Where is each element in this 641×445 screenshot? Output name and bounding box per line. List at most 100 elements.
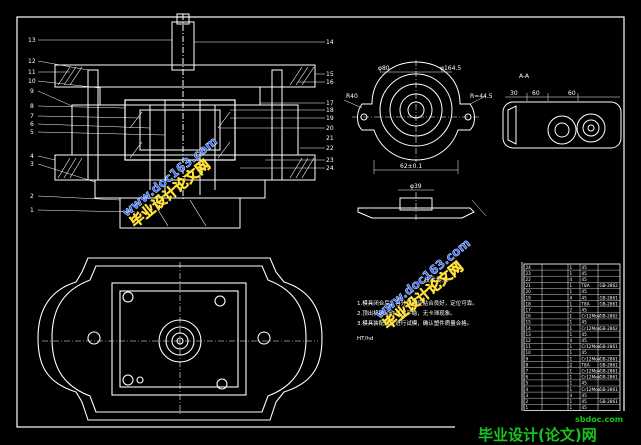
bom-cell: 1 — [570, 301, 573, 306]
watermark-diagonal-1: 毕业设计论文网 www.doc163.com — [119, 134, 220, 232]
bom-cell: 45 — [582, 265, 588, 270]
bom-cell: Cr12MoV — [582, 326, 601, 331]
bom-cell: 1 — [570, 265, 573, 270]
mold-section-view — [54, 13, 316, 229]
bom-cell: 5 — [526, 381, 529, 386]
balloon-18: 18 — [326, 107, 334, 114]
bom-cell: 21 — [526, 283, 532, 288]
notes-line-1: 1.模具闭合后，各分型面应贴合良好，定位可靠。 — [357, 299, 478, 307]
bom-cell: GB-2861 — [600, 356, 619, 361]
bom-cell: 45 — [582, 308, 588, 313]
bom-cell: T8A — [581, 301, 590, 306]
bom-cell: GB-2861 — [600, 399, 619, 404]
notes-heading: 技术要求 — [424, 276, 448, 284]
bom-cell: 22 — [526, 277, 532, 282]
balloons-right: 14 15 16 17 18 19 20 21 22 23 24 — [326, 39, 334, 172]
notes-tail: HT/hd — [357, 336, 373, 342]
bom-cell: 1 — [570, 381, 573, 386]
bom-cell: 1 — [570, 326, 573, 331]
bom-cell: 6 — [526, 375, 529, 380]
bom-cell: 1 — [526, 405, 529, 410]
bom-cell: 1 — [570, 356, 573, 361]
balloon-4: 4 — [30, 153, 34, 160]
balloon-16: 16 — [326, 79, 334, 86]
bom-cell: 2 — [570, 308, 573, 313]
notes-line-3: 3.模具装配后应进行试模，确认塑件质量合格。 — [357, 319, 472, 327]
bom-cell: T8A — [581, 362, 590, 367]
bom-cell: 17 — [526, 308, 532, 313]
bom-cell: 12 — [526, 338, 532, 343]
bom-cell: 1 — [570, 271, 573, 276]
balloon-leaders — [37, 39, 325, 213]
balloon-2: 2 — [30, 193, 34, 200]
section-hatching — [57, 66, 315, 227]
bom-cell: 1 — [570, 289, 573, 294]
balloon-3: 3 — [30, 161, 34, 168]
bom-cell: 1 — [570, 405, 573, 410]
bom-cell: 23 — [526, 271, 532, 276]
bom-cell: GB-2861 — [600, 295, 619, 300]
bom-cell: 19 — [526, 295, 532, 300]
balloon-9: 9 — [30, 88, 34, 95]
bom-cell: 45 — [582, 320, 588, 325]
bom-cell: 1 — [570, 344, 573, 349]
watermark-site: www.doc163.com — [372, 236, 473, 321]
balloon-19: 19 — [326, 115, 334, 122]
bom-cell: Cr12MoV — [582, 314, 601, 319]
balloon-23: 23 — [326, 157, 334, 164]
balloon-22: 22 — [326, 145, 334, 152]
watermark-diagonal-2: 毕业设计论文网 www.doc163.com — [372, 236, 473, 334]
bom-cell: 1 — [570, 283, 573, 288]
balloon-11: 11 — [28, 69, 36, 76]
bom-cell: 11 — [526, 344, 532, 349]
bom-cell: 45 — [582, 350, 588, 355]
technical-notes: 技术要求 1.模具闭合后，各分型面应贴合良好，定位可靠。 2.顶出机构动作灵活平… — [357, 276, 478, 342]
bom-cell: GB-2862 — [600, 326, 619, 331]
bom-cell: 1 — [570, 369, 573, 374]
bom-cell: 3 — [526, 393, 529, 398]
bom-cell: 45 — [582, 405, 588, 410]
balloon-10: 10 — [28, 78, 36, 85]
dim-d80: φ80 — [378, 65, 390, 72]
bom-cell: 1 — [570, 387, 573, 392]
section-a-a-view — [502, 93, 622, 149]
balloons-left: 13 12 11 10 9 8 7 6 5 4 3 2 1 — [28, 37, 36, 214]
part-top-view-dims: φ80 φ164.5 R40 R=44.5 62±0.1 — [346, 65, 493, 170]
bom-cell: GB-2861 — [600, 344, 619, 349]
bom-cell: 8 — [526, 362, 529, 367]
bom-cell: 4 — [570, 295, 573, 300]
section-mark: A-A — [519, 73, 530, 80]
seg-60-b: 60 — [568, 90, 576, 97]
bom-cell: 4 — [570, 338, 573, 343]
bom-cell: GB-2861 — [600, 362, 619, 367]
bom-cell: 20 — [526, 289, 532, 294]
balloon-15: 15 — [326, 71, 334, 78]
balloon-24: 24 — [326, 165, 334, 172]
dim-d39: φ39 — [410, 183, 422, 190]
bom-cell: 45 — [582, 295, 588, 300]
bom-cell: 1 — [570, 320, 573, 325]
dim-62: 62±0.1 — [400, 163, 422, 170]
bom-cell: 15 — [526, 320, 532, 325]
bom-cell: 10 — [526, 350, 532, 355]
bom-cell: 13 — [526, 332, 532, 337]
balloon-12: 12 — [28, 58, 36, 65]
bom-cell: GB-2862 — [600, 314, 619, 319]
corner-domain: sbdoc.com — [575, 415, 623, 424]
bom-cell: 4 — [570, 277, 573, 282]
bom-cell: 1 — [570, 399, 573, 404]
bom-cell: 16 — [526, 314, 532, 319]
bom-cell: 4 — [526, 387, 529, 392]
corner-brand: 毕业设计(论文)网 — [478, 426, 597, 444]
bom-cell: Cr12MoV — [582, 387, 601, 392]
bom-cell: 9 — [526, 356, 529, 361]
bom-cell: Cr12MoV — [582, 375, 601, 380]
bom-cell: GB-2862 — [600, 283, 619, 288]
bom-cell: 45 — [582, 399, 588, 404]
bom-cell: 45 — [582, 277, 588, 282]
seg-30: 30 — [510, 90, 518, 97]
bom-cell: 2 — [526, 399, 529, 404]
bom-cell: 14 — [526, 326, 532, 331]
